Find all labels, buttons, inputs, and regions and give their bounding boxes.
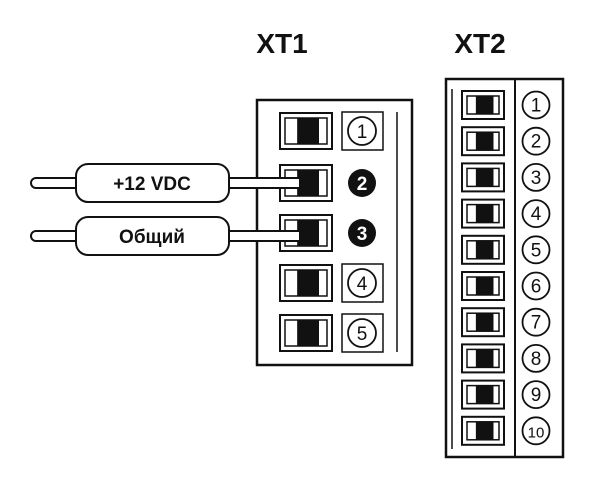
xt1-terminal-number: 4 xyxy=(357,274,368,295)
xt2-clamp-6 xyxy=(461,271,505,301)
xt2-terminal-marker-4 xyxy=(521,199,551,229)
xt2-clamp-1 xyxy=(461,90,505,120)
wire-label-box xyxy=(75,163,230,203)
wire-1: +12 VDC xyxy=(30,163,301,203)
xt1-terminal-marker-1 xyxy=(347,116,377,146)
xt1-clamp-2 xyxy=(279,164,333,202)
xt2-terminal-number: 4 xyxy=(531,204,542,225)
xt1-terminal-number: 1 xyxy=(357,122,368,143)
xt1-terminal-number: 5 xyxy=(357,324,368,345)
xt2-terminal-number: 5 xyxy=(531,240,542,261)
wires: +12 VDC Общий xyxy=(30,163,301,256)
xt1-clamp-5 xyxy=(279,314,333,352)
xt1-terminal-block: 1 2 3 4 5 xyxy=(255,98,414,367)
xt2-terminal-marker-7 xyxy=(521,307,551,337)
xt2-clamp-2 xyxy=(461,126,505,157)
xt2-clamp-9 xyxy=(461,379,505,410)
xt1-title: XT1 xyxy=(256,28,307,59)
xt2-terminal-marker-10 xyxy=(521,416,551,446)
xt2-clamp-5 xyxy=(461,234,505,265)
xt2-terminal-marker-9 xyxy=(521,380,551,410)
wire-label: Общий xyxy=(119,227,185,248)
xt1-terminal-marker-5 xyxy=(347,318,377,348)
xt2-terminal-marker-5 xyxy=(521,235,551,265)
xt1-terminal-marker-3 xyxy=(348,219,376,247)
xt1-terminal-marker-4 xyxy=(347,268,377,298)
xt1-terminal-number: 3 xyxy=(357,224,368,245)
xt2-terminal-number: 8 xyxy=(531,349,542,370)
wire-label-box xyxy=(75,216,230,256)
xt2-clamp-7 xyxy=(461,307,505,338)
xt2-terminal-block: 1 2 3 4 5 6 7 8 9 10 xyxy=(444,77,565,459)
xt2-clamp-8 xyxy=(461,343,505,374)
xt2-clamp-4 xyxy=(461,198,505,229)
xt2-terminal-marker-3 xyxy=(521,162,551,192)
xt2-terminal-number: 7 xyxy=(531,313,542,334)
wire-label: +12 VDC xyxy=(113,174,191,195)
xt2-terminal-marker-6 xyxy=(521,271,551,301)
xt2-terminal-number: 10 xyxy=(528,424,545,441)
xt1-terminal-number: 2 xyxy=(357,174,368,195)
xt1-clamp-1 xyxy=(279,112,333,150)
xt2-terminal-marker-8 xyxy=(521,343,551,373)
xt2-title: XT2 xyxy=(454,28,505,59)
xt2-terminal-number: 2 xyxy=(531,132,542,153)
xt2-clamp-10 xyxy=(461,415,505,446)
xt1-clamp-4 xyxy=(279,264,333,302)
xt2-terminal-marker-1 xyxy=(521,90,551,120)
xt2-terminal-number: 9 xyxy=(531,385,542,406)
xt2-terminal-number: 3 xyxy=(531,168,542,189)
xt2-terminal-number: 1 xyxy=(531,96,542,117)
xt1-terminal-marker-2 xyxy=(348,169,376,197)
xt2-terminal-marker-2 xyxy=(521,126,551,156)
xt2-clamp-3 xyxy=(461,162,505,193)
xt2-terminal-number: 6 xyxy=(531,277,542,298)
wire-2: Общий xyxy=(30,216,301,256)
